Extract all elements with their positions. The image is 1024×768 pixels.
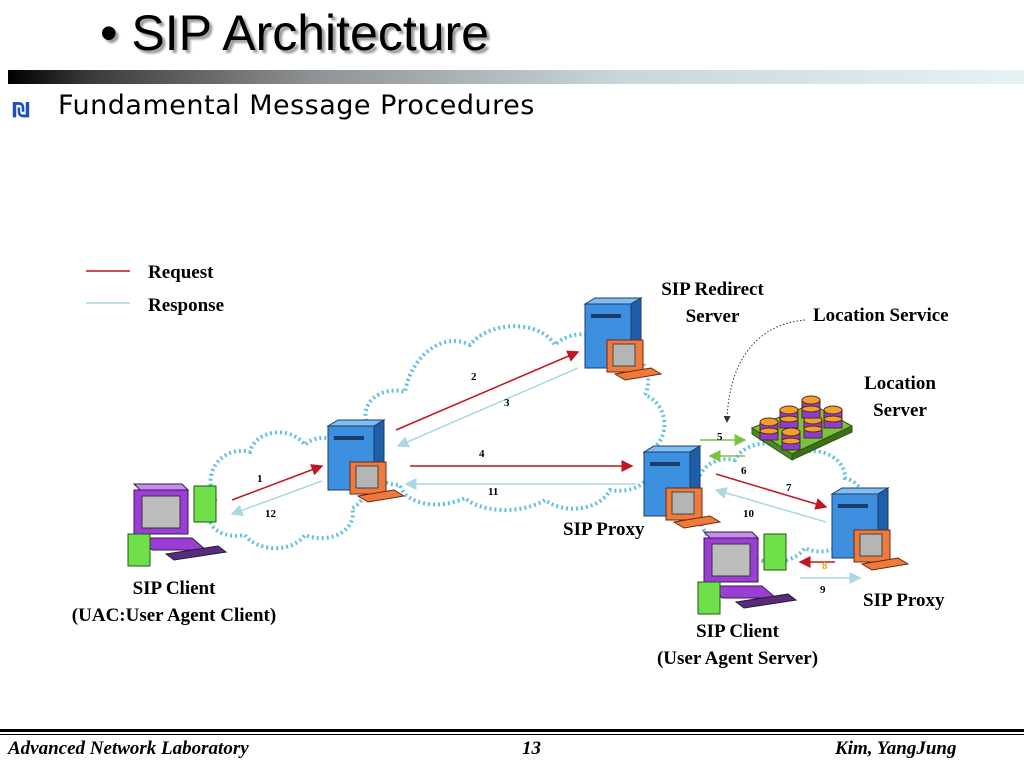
title-underline-bar [8,70,1024,84]
location-service-pointer [723,319,806,423]
legend-response-label: Response [148,295,225,316]
slide-title: • SIP Architecture [100,5,489,61]
step-7: 7 [786,482,792,494]
step-11: 11 [488,486,499,498]
location-database-icon [750,395,854,461]
msg-10 [714,487,827,523]
step-1: 1 [257,473,263,485]
client-uas-label: SIP Client (User Agent Server) [656,621,819,669]
msg-7 [715,473,828,510]
location-server-label: Location Server [864,373,936,421]
server-icon [642,445,722,529]
step-10: 10 [743,508,754,520]
client-pc-icon [697,531,798,615]
footer-rule-thin [0,734,1024,735]
slide-subtitle: Fundamental Message Procedures [58,90,535,121]
client-pc-icon [127,483,228,567]
server-icon [583,297,663,381]
subtitle-bullet-icon: ₪ [12,98,31,122]
cloud-center [363,324,667,512]
redirect-server-label: SIP Redirect Server [661,279,764,327]
msg-1 [231,464,324,501]
footer-author: Kim, YangJung [835,738,957,759]
step-8: 8 [822,560,828,572]
step-3: 3 [504,397,510,409]
msg-3 [396,367,579,448]
step-9: 9 [820,584,826,596]
legend-request-label: Request [148,262,214,283]
step-12: 12 [265,508,276,520]
footer-lab: Advanced Network Laboratory [8,738,249,759]
msg-2 [395,350,580,431]
footer-rule-thick [0,729,1024,732]
server-icon [326,419,406,503]
server-icon [830,487,910,571]
step-2: 2 [471,371,477,383]
location-service-label: Location Service [813,305,949,326]
step-5: 5 [717,431,723,443]
proxy-right-label: SIP Proxy [863,590,945,611]
footer-page-number: 13 [522,738,541,759]
client-uac-label: SIP Client (UAC:User Agent Client) [71,578,277,626]
msg-12 [230,480,323,517]
proxy-left-label: SIP Proxy [563,519,645,540]
step-6: 6 [741,465,747,477]
step-4: 4 [479,448,485,460]
